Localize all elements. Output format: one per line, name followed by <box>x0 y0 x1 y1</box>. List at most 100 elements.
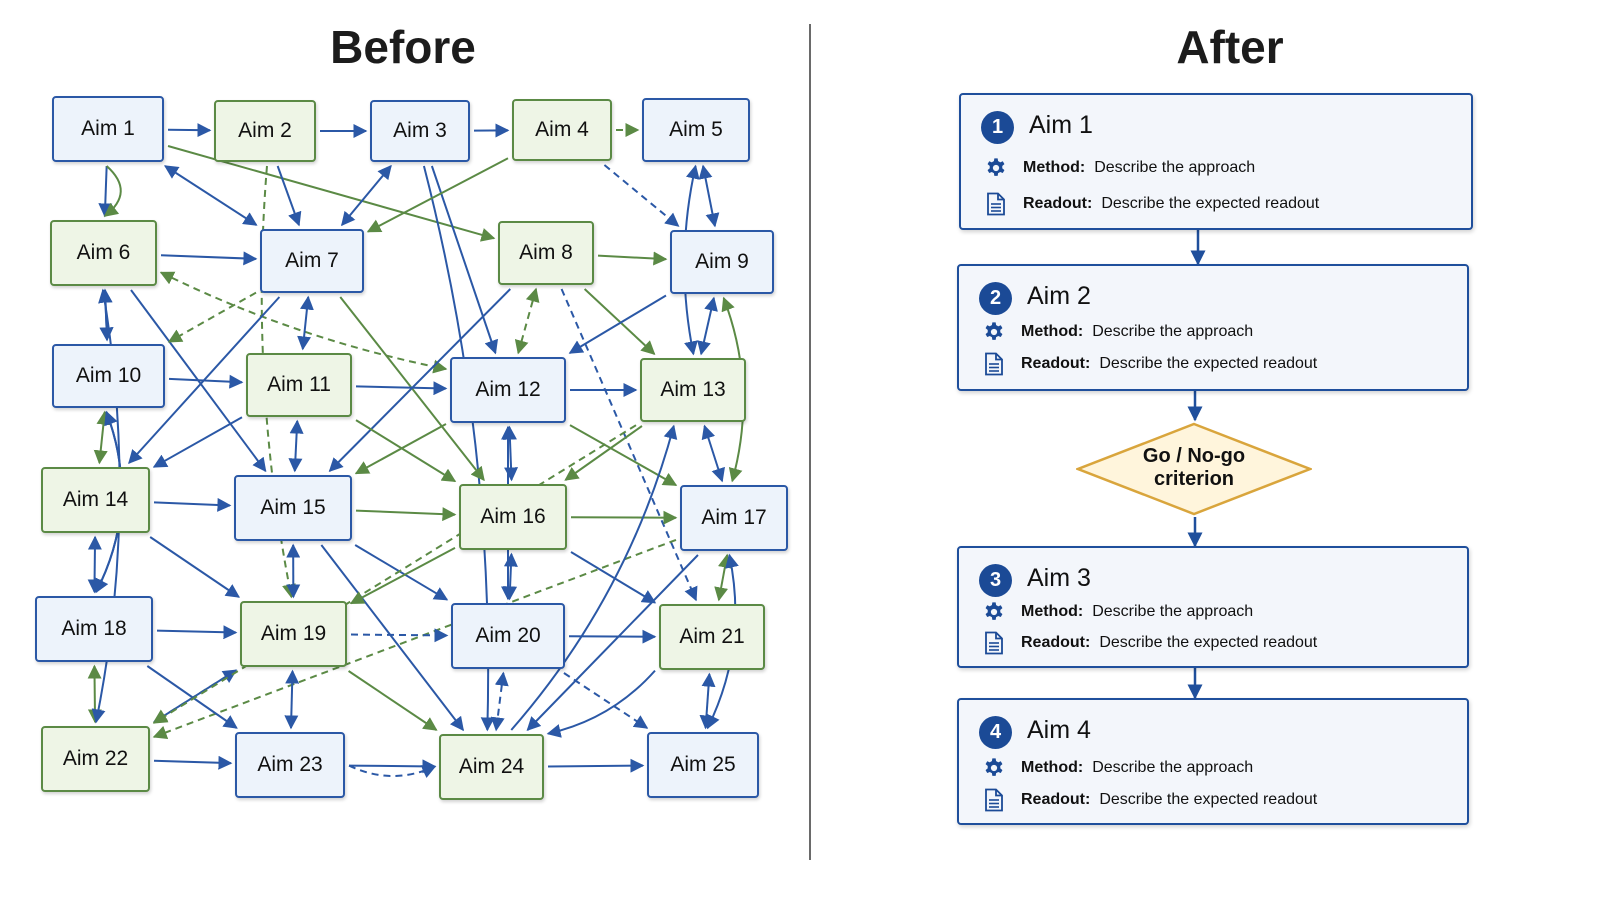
method-text: Describe the approach <box>1092 603 1254 620</box>
dependency-arrow <box>103 165 122 217</box>
aim-node: Aim 23 <box>235 732 345 798</box>
dependency-arrow <box>510 424 678 731</box>
readout-row: Readout: Describe the expected readout <box>981 788 1317 812</box>
dependency-arrow <box>328 288 511 472</box>
method-row: Method: Describe the approach <box>981 600 1253 624</box>
method-text: Describe the approach <box>1092 759 1254 776</box>
dependency-arrow <box>167 145 496 242</box>
aim-label: Aim 16 <box>480 505 546 528</box>
aim-node: Aim 25 <box>647 732 759 798</box>
aim-label: Aim 18 <box>61 617 127 640</box>
aim-label: Aim 22 <box>62 747 129 770</box>
dependency-arrow <box>288 419 304 473</box>
decision-label: Go / No-go criterion <box>1076 445 1312 491</box>
aim-label: Aim 3 <box>393 119 447 142</box>
dependency-arrow <box>699 672 716 730</box>
before-title: Before <box>330 21 476 73</box>
aim-node: Aim 11 <box>246 353 352 417</box>
method-row: Method: Describe the approach <box>981 756 1253 780</box>
dependency-arrow <box>320 544 464 732</box>
dependency-arrow <box>349 547 456 605</box>
readout-text: Describe the expected readout <box>1101 195 1320 212</box>
aim-label: Aim 9 <box>695 250 749 273</box>
aim-node: Aim 5 <box>642 98 750 162</box>
panel-divider <box>809 24 811 860</box>
dependency-arrow <box>153 755 233 770</box>
method-label: Method: <box>1023 159 1086 176</box>
dependency-arrow <box>348 670 438 731</box>
aim-node: Aim 19 <box>240 601 347 667</box>
dependency-arrow <box>698 164 720 228</box>
dependency-arrow <box>547 758 645 773</box>
dependency-arrow <box>152 416 243 468</box>
step-number-badge: 1 <box>981 111 1014 144</box>
document-icon <box>981 631 1007 655</box>
method-row: Method: Describe the approach <box>981 320 1253 344</box>
readout-label: Readout: <box>1021 355 1091 372</box>
aim-node: Aim 17 <box>680 485 788 551</box>
dependency-arrow <box>514 287 540 355</box>
step-title: Aim 4 <box>1027 716 1091 744</box>
aim-label: Aim 20 <box>475 624 541 647</box>
dependency-arrow <box>153 497 232 512</box>
aim-node: Aim 3 <box>370 100 470 162</box>
aim-node: Aim 7 <box>260 229 364 293</box>
after-title: After <box>1176 21 1284 73</box>
readout-text: Describe the expected readout <box>1099 355 1318 372</box>
decision-line-1: Go / No-go <box>1142 445 1246 467</box>
aim-label: Aim 21 <box>679 625 745 648</box>
dependency-arrow <box>697 296 718 356</box>
aim-label: Aim 6 <box>76 241 131 264</box>
readout-row: Readout: Describe the expected readout <box>983 192 1319 216</box>
step-number-badge: 3 <box>979 564 1012 597</box>
aim-node: Aim 13 <box>640 358 746 422</box>
aim-node: Aim 10 <box>52 344 165 408</box>
document-icon <box>981 352 1007 376</box>
dependency-arrow <box>583 288 656 355</box>
dependency-arrow <box>430 165 499 355</box>
dependency-arrow <box>284 669 300 730</box>
aim-node: Aim 4 <box>512 99 612 161</box>
aim-node: Aim 18 <box>35 596 153 662</box>
readout-text: Describe the expected readout <box>1099 791 1318 808</box>
readout-row: Readout: Describe the expected readout <box>981 631 1317 655</box>
aim-node: Aim 16 <box>459 484 567 550</box>
dependency-arrow <box>152 424 637 724</box>
gear-icon <box>981 600 1007 624</box>
dependency-arrow <box>366 157 509 233</box>
aim-node: Aim 22 <box>41 726 150 792</box>
aim-node: Aim 14 <box>41 467 150 533</box>
aim-node: Aim 12 <box>450 357 566 423</box>
dependency-arrow <box>276 165 302 227</box>
dependency-arrow <box>149 536 240 598</box>
dependency-arrow <box>297 295 314 351</box>
aim-node: Aim 15 <box>234 475 352 541</box>
aim-step-card: 3 Aim 3 Method: Describe the approach Re… <box>957 546 1469 668</box>
readout-label: Readout: <box>1021 791 1091 808</box>
aim-label: Aim 19 <box>260 622 327 645</box>
readout-label: Readout: <box>1023 195 1093 212</box>
dependency-arrow <box>546 669 656 738</box>
aim-step-card: 2 Aim 2 Method: Describe the approach Re… <box>957 264 1469 391</box>
step-title: Aim 1 <box>1029 111 1093 139</box>
dependency-arrow <box>526 554 699 732</box>
aim-label: Aim 7 <box>285 249 339 272</box>
dependency-arrow <box>355 419 457 483</box>
aim-label: Aim 24 <box>458 755 525 778</box>
aim-label: Aim 13 <box>660 378 726 401</box>
aim-node: Aim 9 <box>670 230 774 294</box>
dependency-arrow <box>568 294 667 354</box>
aim-label: Aim 2 <box>238 119 292 142</box>
dependency-arrow <box>152 538 677 740</box>
aim-step-card: 4 Aim 4 Method: Describe the approach Re… <box>957 698 1469 825</box>
aim-node: Aim 24 <box>439 734 544 800</box>
method-row: Method: Describe the approach <box>983 156 1255 180</box>
dependency-arrow <box>160 251 258 266</box>
aim-label: Aim 23 <box>257 753 323 776</box>
gear-icon <box>981 320 1007 344</box>
dependency-arrow <box>156 625 238 640</box>
step-title: Aim 3 <box>1027 564 1091 592</box>
dependency-arrow <box>570 551 657 604</box>
dependency-arrow <box>563 672 649 729</box>
